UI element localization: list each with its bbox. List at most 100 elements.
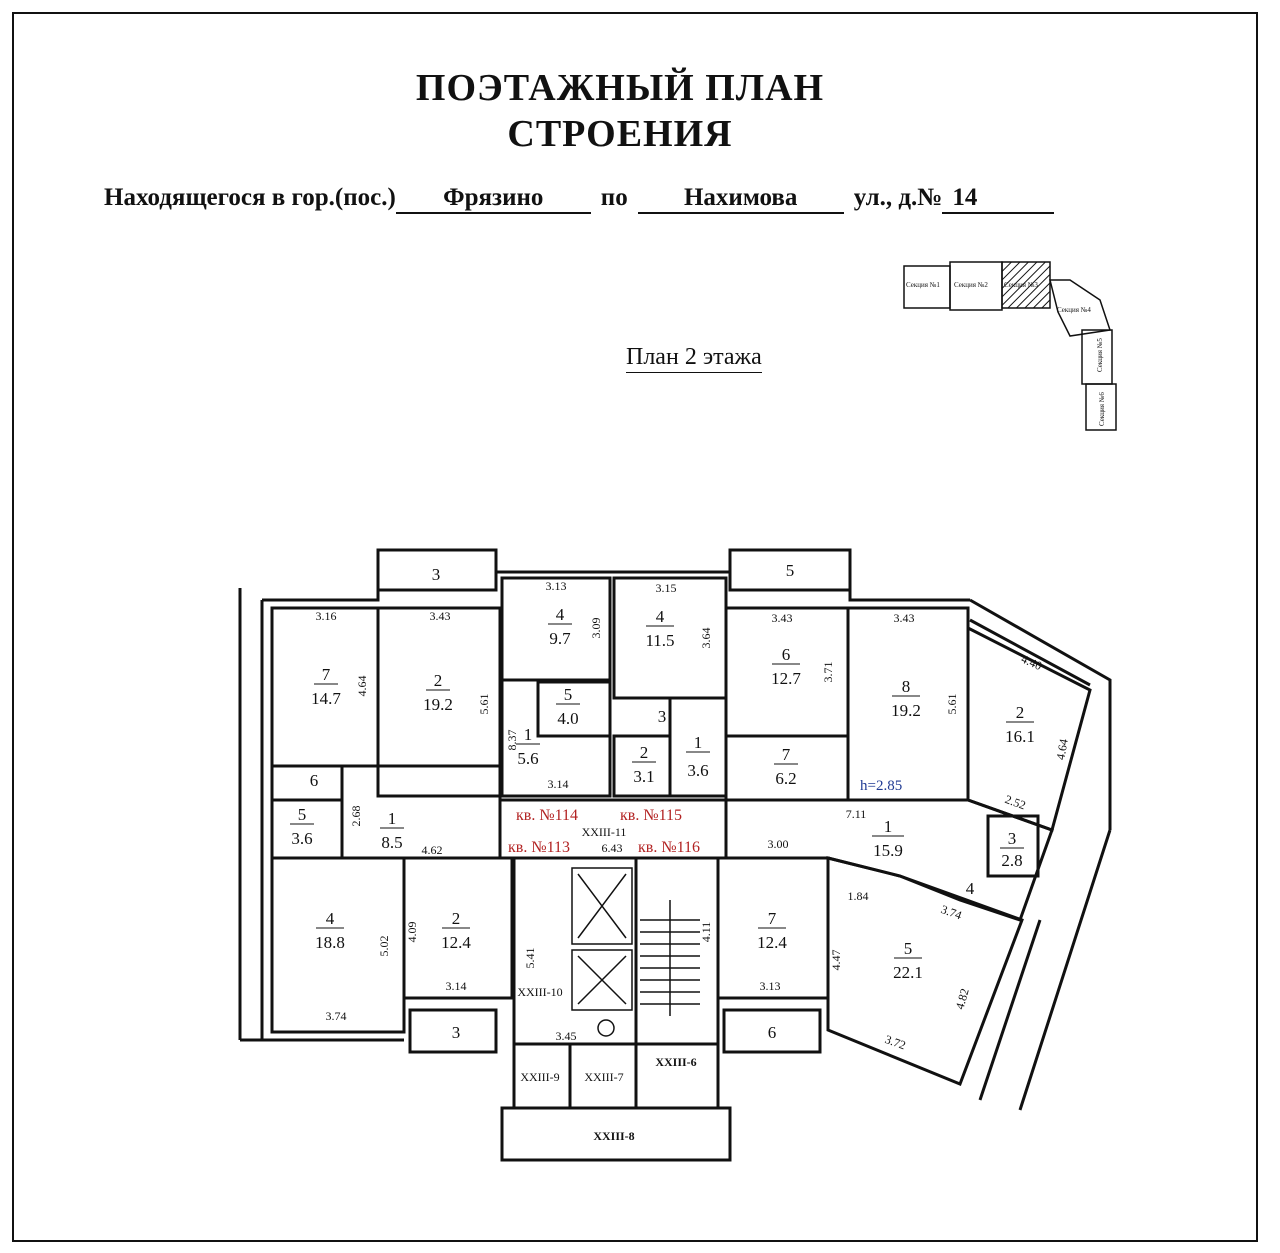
svg-text:3.6: 3.6 <box>291 829 312 848</box>
room-5-22.1-wall <box>826 856 1024 1086</box>
svg-text:1.84: 1.84 <box>848 889 869 903</box>
svg-text:8.5: 8.5 <box>381 833 402 852</box>
svg-text:7: 7 <box>322 665 331 684</box>
svg-text:5.02: 5.02 <box>377 936 391 957</box>
svg-text:12.4: 12.4 <box>757 933 787 952</box>
floor-title-word: План <box>626 344 679 370</box>
floor-title: План 2 этажа <box>626 344 762 373</box>
svg-text:6.2: 6.2 <box>775 769 796 788</box>
room-2-12.4-wall <box>402 856 514 1000</box>
room-1-15.9: 115.9 <box>872 817 904 860</box>
room-7-12.4: 712.4 <box>757 909 787 952</box>
svg-text:4.11: 4.11 <box>699 922 713 943</box>
svg-text:3.43: 3.43 <box>430 609 451 623</box>
house-prefix: ул., д.№ <box>853 184 943 211</box>
svg-text:3.09: 3.09 <box>589 618 603 639</box>
title-line-2: СТРОЕНИЯ <box>507 113 733 155</box>
svg-text:1: 1 <box>884 817 893 836</box>
apartment-115: кв. №115 <box>620 807 682 824</box>
svg-text:4.62: 4.62 <box>422 843 443 857</box>
svg-text:14.7: 14.7 <box>311 689 341 708</box>
svg-text:3.71: 3.71 <box>821 662 835 683</box>
svg-text:5.41: 5.41 <box>523 948 537 969</box>
city-value: Фрязино <box>395 184 591 214</box>
svg-text:4: 4 <box>556 605 565 624</box>
key-section-5-label: Секция №5 <box>1096 338 1104 372</box>
svg-text:3.14: 3.14 <box>548 777 569 791</box>
room-1-3.6: 13.6 <box>686 733 710 780</box>
svg-text:3.13: 3.13 <box>760 979 781 993</box>
elevator-1 <box>571 867 633 945</box>
room-6-12.7: 612.7 <box>771 645 801 688</box>
room-1-8.5: 18.5 <box>380 809 404 852</box>
balcony-3-top-wall <box>376 548 498 592</box>
house-value: 14 <box>942 184 1055 214</box>
svg-text:7.11: 7.11 <box>846 807 867 821</box>
service-labels: XXIII-11 XXIII-10 XXIII-9 XXIII-7 XXIII-… <box>517 825 696 1143</box>
dimension-labels: 3.16 3.43 3.13 3.15 3.43 3.43 4.40 4.64 … <box>316 579 1071 1052</box>
svg-text:1: 1 <box>694 733 703 752</box>
svg-text:1: 1 <box>388 809 397 828</box>
room-5-3.6: 53.6 <box>290 805 314 848</box>
apartment-113: кв. №113 <box>508 839 570 856</box>
svg-text:12.7: 12.7 <box>771 669 801 688</box>
balcony-labels: 3 5 3 6 6 3 4 <box>310 561 975 1042</box>
svg-text:4.40: 4.40 <box>1019 652 1044 673</box>
svg-text:2: 2 <box>434 671 443 690</box>
room-2-12.4: 212.4 <box>441 909 471 952</box>
service-xxiii-7: XXIII-7 <box>584 1070 623 1084</box>
svg-text:19.2: 19.2 <box>891 701 921 720</box>
svg-text:3.43: 3.43 <box>894 611 915 625</box>
svg-text:4: 4 <box>656 607 665 626</box>
room-6-wall <box>270 764 344 802</box>
svg-text:12.4: 12.4 <box>441 933 471 952</box>
ceiling-height: h=2.85 <box>860 778 902 794</box>
room-5-4.0: 54.0 <box>556 685 580 728</box>
svg-text:3.64: 3.64 <box>699 628 713 649</box>
key-section-4-label: Секция №4 <box>1057 306 1091 314</box>
svg-text:19.2: 19.2 <box>423 695 453 714</box>
key-section-3-label: Секция №3 <box>1004 281 1038 289</box>
svg-text:3.16: 3.16 <box>316 609 337 623</box>
svg-text:3.15: 3.15 <box>656 581 677 595</box>
apartment-labels: кв. №114 кв. №115 кв. №113 кв. №116 <box>508 807 700 856</box>
svg-text:2: 2 <box>640 743 649 762</box>
room-1-5.6-wall <box>500 678 612 798</box>
small-room-3: 3 <box>658 707 667 726</box>
svg-text:7: 7 <box>768 909 777 928</box>
svg-text:3: 3 <box>1008 829 1017 848</box>
small-room-4: 4 <box>966 879 975 898</box>
svg-text:5: 5 <box>298 805 307 824</box>
svg-text:22.1: 22.1 <box>893 963 923 982</box>
room-3-2.8: 32.8 <box>1000 829 1024 870</box>
balcony-6-bottom-wall <box>722 1008 822 1054</box>
room-2-3.1: 23.1 <box>632 743 656 786</box>
svg-text:3.45: 3.45 <box>556 1029 577 1043</box>
room-2-19.2-wall <box>376 606 502 798</box>
room-7-6.2: 76.2 <box>774 745 798 788</box>
svg-text:5.6: 5.6 <box>517 749 538 768</box>
svg-text:3.14: 3.14 <box>446 979 467 993</box>
room-4-9.7: 49.7 <box>548 605 572 648</box>
svg-text:3.13: 3.13 <box>546 579 567 593</box>
street-value: Нахимова <box>637 184 844 214</box>
balcony-3-bottom-wall <box>408 1008 498 1054</box>
service-xxiii-10: XXIII-10 <box>517 985 562 999</box>
room-labels: 714.7 219.2 49.7 411.5 612.7 819.2 216.1… <box>290 605 1035 982</box>
room-1-5.6: 15.6 <box>516 725 540 768</box>
svg-text:6.43: 6.43 <box>602 841 623 855</box>
balcony-bottom-right: 6 <box>768 1023 777 1042</box>
apartment-116: кв. №116 <box>638 839 700 856</box>
service-xxiii-11: XXIII-11 <box>582 825 627 839</box>
svg-text:2.8: 2.8 <box>1001 851 1022 870</box>
apartment-114: кв. №114 <box>516 807 578 824</box>
service-6-wall <box>634 1042 720 1110</box>
room-3-2.8-wall <box>986 814 1040 878</box>
svg-text:5.61: 5.61 <box>945 694 959 715</box>
sheet-frame <box>12 12 1258 1242</box>
service-xxiii-8: XXIII-8 <box>593 1129 634 1143</box>
svg-text:3.72: 3.72 <box>883 1032 908 1052</box>
